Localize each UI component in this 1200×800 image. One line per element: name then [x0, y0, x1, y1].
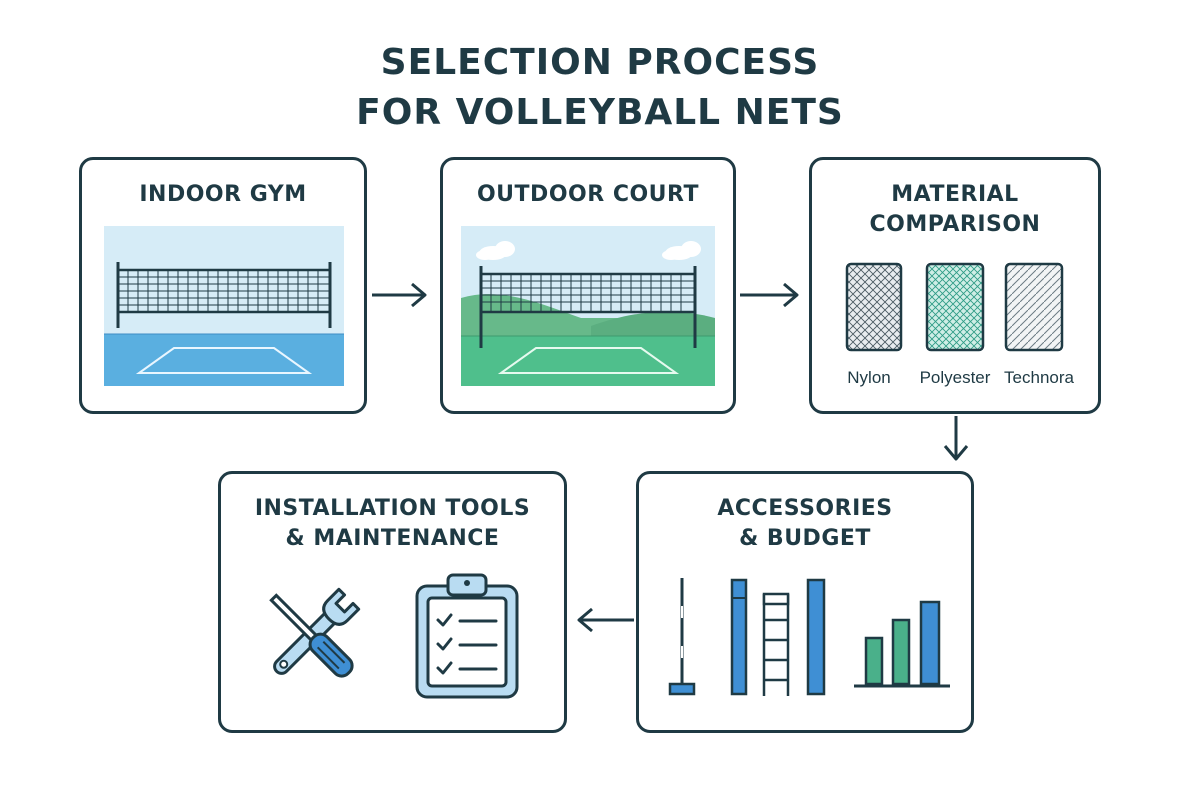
checklist-clipboard-icon: [415, 573, 519, 699]
polyester-swatch: [925, 262, 985, 352]
indoor-court-illustration: [104, 226, 344, 386]
technora-swatch: [1004, 262, 1064, 352]
step-title: ACCESSORIES & BUDGET: [717, 496, 893, 551]
nylon-swatch: [845, 262, 903, 352]
step-title: MATERIAL COMPARISON: [869, 182, 1041, 237]
step-title: INDOOR GYM: [139, 182, 307, 207]
step-title: INSTALLATION TOOLS & MAINTENANCE: [254, 496, 531, 551]
right-arrow-icon: [372, 282, 427, 308]
outdoor-court-illustration: [461, 226, 715, 386]
wrench-screwdriver-icon: [269, 587, 361, 678]
material-label: Technora: [1004, 368, 1074, 387]
step-title: OUTDOOR COURT: [476, 182, 699, 207]
down-arrow-icon: [943, 416, 969, 461]
left-arrow-icon: [577, 607, 634, 633]
material-label: Polyester: [919, 368, 991, 387]
title-line-1: SELECTION PROCESS: [380, 42, 820, 83]
material-label: Nylon: [847, 368, 891, 387]
budget-bar-chart-icon: [854, 600, 950, 688]
accessories-illustration: [668, 578, 826, 696]
right-arrow-icon: [740, 282, 799, 308]
title-line-2: FOR VOLLEYBALL NETS: [356, 92, 844, 133]
diagram-title: SELECTION PROCESS FOR VOLLEYBALL NETS: [0, 38, 1200, 138]
